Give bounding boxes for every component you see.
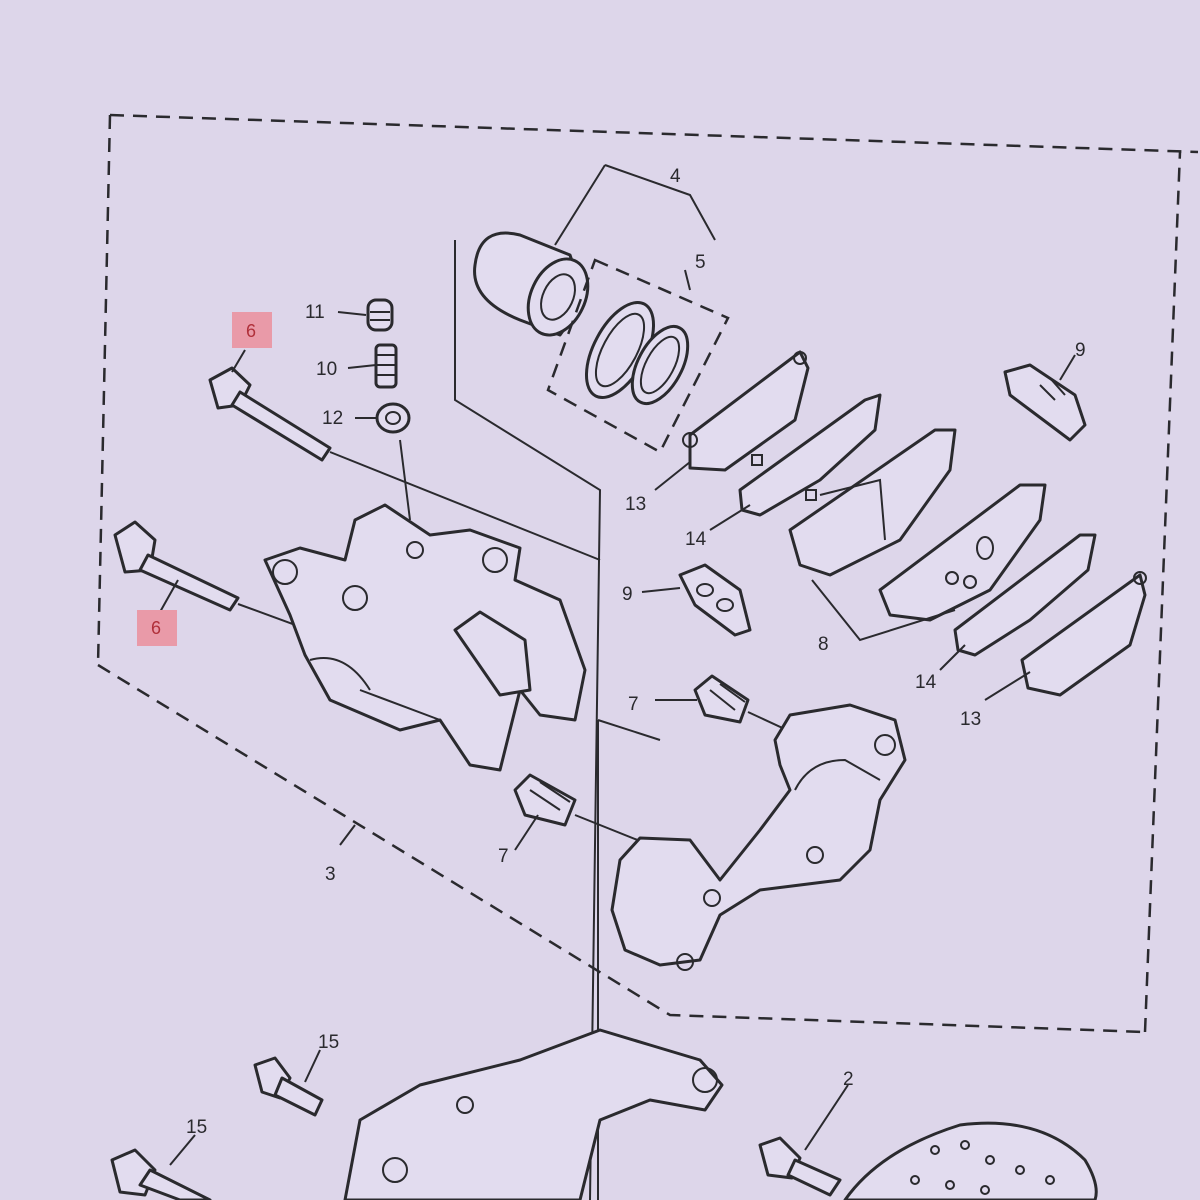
- label-8: 8: [818, 634, 829, 655]
- label-12: 12: [322, 408, 343, 429]
- brake-pad-front: [788, 428, 957, 577]
- label-6-upper: 6: [246, 321, 256, 341]
- pad-shim-right: [1020, 571, 1147, 697]
- label-4: 4: [670, 166, 681, 187]
- torque-bracket: [343, 1028, 724, 1200]
- bleed-washer: [375, 402, 411, 434]
- seal-kit: [546, 258, 730, 454]
- slide-pin-lower: [113, 520, 240, 612]
- slide-pin-upper: [208, 366, 332, 462]
- label-7-upper: 7: [628, 694, 639, 715]
- label-10: 10: [316, 359, 337, 380]
- bleed-screw: [374, 343, 398, 389]
- disc-bolt: [758, 1136, 842, 1197]
- pad-spring-left: [738, 393, 882, 517]
- pad-clip-lower: [678, 563, 752, 637]
- caliper-bracket: [610, 703, 907, 971]
- label-14-upper: 14: [685, 529, 707, 550]
- caliper-body: [263, 503, 587, 772]
- label-6-lower: 6: [151, 618, 161, 638]
- label-13-upper: 13: [625, 494, 646, 515]
- highlight-box-upper: [232, 312, 272, 348]
- mount-bolt-upper: [253, 1056, 324, 1117]
- label-9-upper: 9: [1075, 340, 1086, 361]
- label-3: 3: [325, 864, 336, 885]
- pad-group-bracket: [811, 579, 956, 642]
- label-15-upper: 15: [318, 1032, 339, 1053]
- label-11: 11: [305, 302, 325, 323]
- label-9-lower: 9: [622, 584, 633, 605]
- pin-boot-upper: [693, 674, 750, 724]
- highlight-box-lower: [137, 610, 177, 646]
- label-14-lower: 14: [915, 672, 937, 693]
- brake-pad-rear: [878, 483, 1047, 622]
- label-5: 5: [695, 252, 706, 273]
- mount-bolt-lower: [110, 1148, 212, 1200]
- pin-axis-upper: [329, 451, 601, 561]
- pad-spring-right: [953, 533, 1097, 657]
- label-13-lower: 13: [960, 709, 981, 730]
- pin-boot-lower: [513, 773, 577, 827]
- leader-lines: [159, 164, 1076, 1166]
- label-2: 2: [843, 1069, 854, 1090]
- label-7-lower: 7: [498, 846, 509, 867]
- pad-clip-upper: [1003, 363, 1087, 442]
- label-15-lower: 15: [186, 1117, 207, 1138]
- pad-shim-left: [682, 350, 810, 472]
- bleed-cap: [366, 298, 394, 332]
- assembly-boundary: [96, 113, 1199, 1034]
- piston: [473, 231, 590, 337]
- brake-disc: [843, 1121, 1098, 1200]
